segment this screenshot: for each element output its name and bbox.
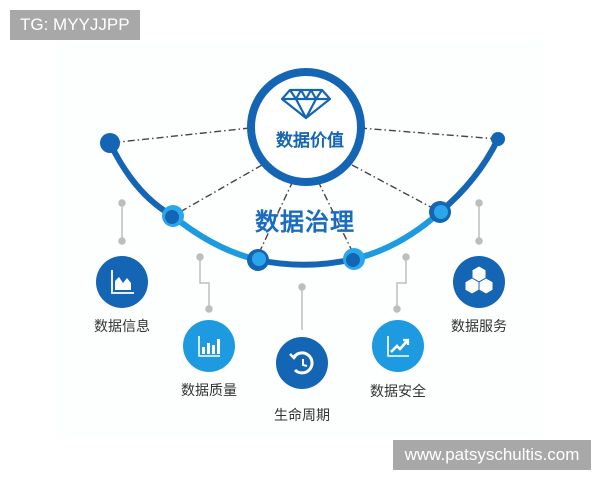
connector-2 — [196, 253, 213, 313]
center-value-circle — [247, 68, 365, 186]
governance-title: 数据治理 — [255, 208, 355, 236]
node-data-info[interactable] — [96, 256, 148, 308]
connector-4 — [393, 253, 410, 313]
connector-3 — [298, 283, 306, 330]
arc-segment-3 — [257, 256, 355, 268]
dash-line-left — [172, 164, 263, 217]
node-data-security[interactable] — [372, 320, 424, 372]
arc-segment-5 — [437, 136, 501, 215]
bar-chart-icon — [198, 336, 220, 357]
arc-node-4 — [429, 201, 451, 223]
arc-endpoint-right — [491, 132, 505, 146]
node-data-quality[interactable] — [183, 320, 235, 372]
dash-line-left-top — [109, 127, 251, 144]
node-data-service[interactable] — [453, 256, 505, 308]
dash-lines — [109, 127, 499, 256]
connector-5 — [475, 199, 483, 245]
dash-line-center-right — [317, 180, 355, 256]
node-label-data-security: 数据安全 — [370, 384, 426, 400]
node-lifecycle[interactable] — [276, 337, 328, 389]
node-label-data-service: 数据服务 — [451, 319, 507, 335]
node-label-data-info: 数据信息 — [94, 319, 150, 335]
cycle-icon — [289, 351, 314, 375]
arc-endpoint-left — [100, 133, 120, 153]
diamond-icon — [280, 88, 332, 120]
dash-line-right — [351, 164, 441, 213]
node-label-lifecycle: 生命周期 — [274, 408, 330, 424]
watermark-top: TG: MYYJJPP — [10, 10, 140, 40]
arc-node-3 — [343, 248, 365, 270]
watermark-bottom: www.patsyschultis.com — [393, 440, 591, 470]
connectors — [118, 199, 483, 330]
dash-line-right-top — [359, 127, 499, 140]
center-title: 数据价值 — [276, 131, 344, 151]
trend-up-icon — [387, 336, 410, 357]
area-chart-icon — [111, 270, 134, 294]
cubes-icon — [464, 265, 494, 295]
connector-1 — [118, 199, 126, 245]
node-label-data-quality: 数据质量 — [181, 383, 237, 399]
dash-line-center-left — [257, 180, 294, 256]
arc-node-2 — [247, 249, 269, 271]
arc-node-1 — [162, 205, 184, 227]
